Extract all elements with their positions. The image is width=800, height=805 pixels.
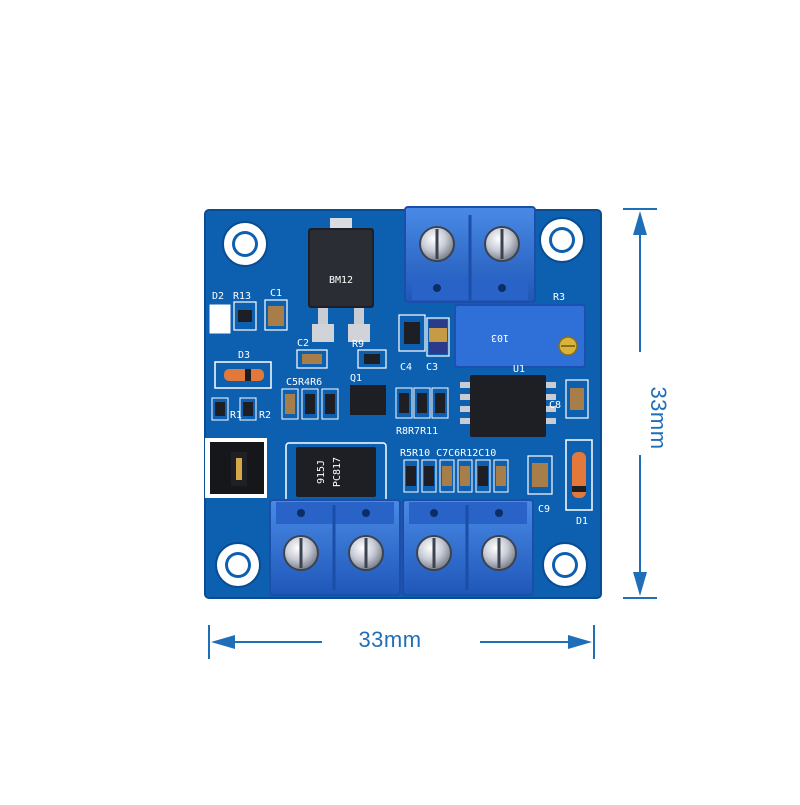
- dimension-width: [208, 625, 595, 659]
- terminal-block-bottom-left: [269, 499, 401, 596]
- potentiometer: 103: [454, 304, 586, 368]
- op-amp-chip: [460, 375, 556, 437]
- label-c8: C8: [549, 400, 561, 411]
- label-c1: C1: [270, 288, 282, 299]
- width-dimension-label: 33mm: [358, 627, 422, 652]
- label-r9: R9: [352, 339, 364, 350]
- label-r5r10c7c6r12c10: R5R10 C7C6R12C10: [400, 448, 496, 459]
- terminal-block-top: [404, 206, 536, 303]
- label-c2: C2: [297, 338, 309, 349]
- label-r2: R2: [259, 410, 271, 421]
- label-r13: R13: [233, 291, 251, 302]
- label-d1: D1: [576, 516, 588, 527]
- mounting-holes: [215, 217, 588, 588]
- opto-code: 915J: [316, 460, 327, 484]
- jumper-header: [205, 438, 267, 498]
- smd-components: [209, 299, 593, 511]
- regulator-marking: BM12: [329, 275, 353, 286]
- label-r8r7r11: R8R7R11: [396, 426, 438, 437]
- height-dimension-label: 33mm: [646, 386, 671, 450]
- label-c5r4r6: C5R4R6: [286, 377, 322, 388]
- pot-marking: 103: [491, 332, 509, 343]
- label-u1: U1: [513, 364, 525, 375]
- optocoupler: PC817 915J: [285, 442, 387, 502]
- dimension-height: [623, 208, 657, 599]
- label-d2: D2: [212, 291, 224, 302]
- label-d3: D3: [238, 350, 250, 361]
- label-r1: R1: [230, 410, 242, 421]
- label-c3: C3: [426, 362, 438, 373]
- opto-marking: PC817: [332, 457, 343, 487]
- silkscreen-labels: C1 D2 R13 C2 R9 D3 C5R4R6 Q1 R1 R2 C4 C3…: [212, 288, 588, 527]
- voltage-regulator: BM12: [308, 218, 374, 342]
- label-c4: C4: [400, 362, 412, 373]
- label-r3: R3: [553, 292, 565, 303]
- terminal-block-bottom-right: [402, 499, 534, 596]
- label-q1: Q1: [350, 373, 362, 384]
- label-c9: C9: [538, 504, 550, 515]
